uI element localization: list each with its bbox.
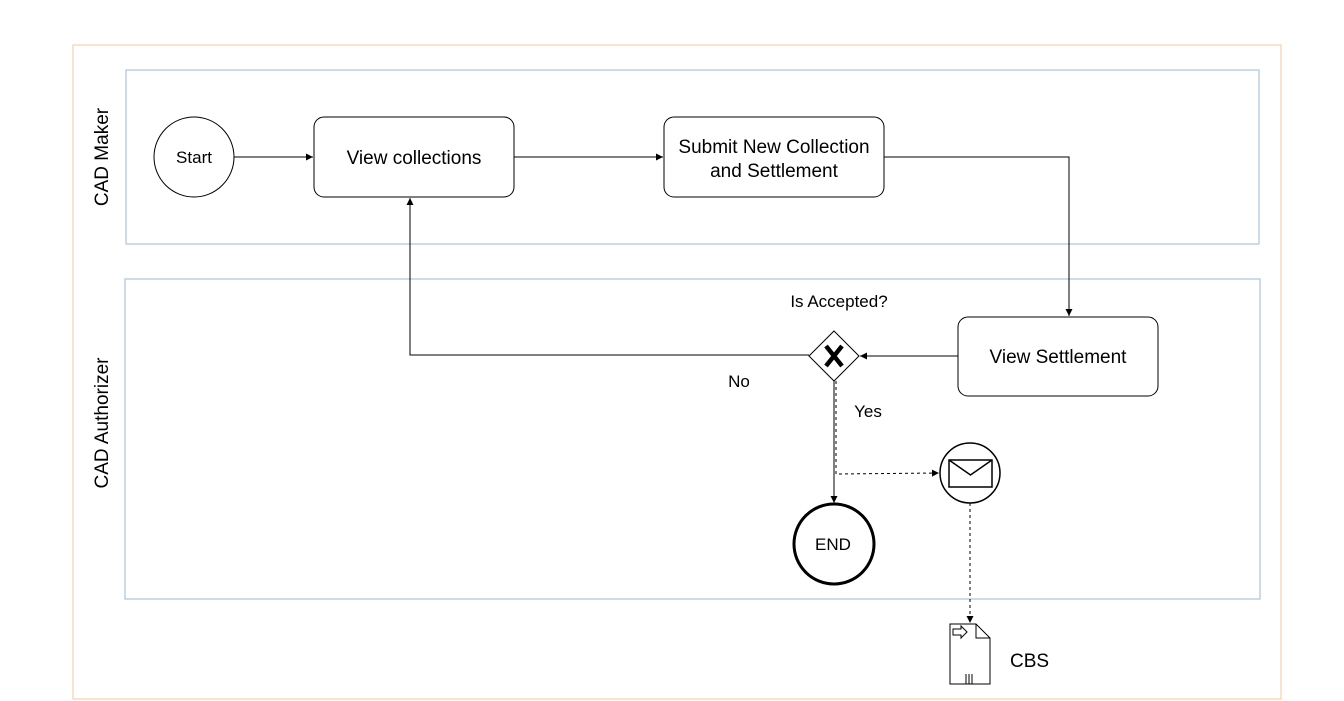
flow-yes-to-message <box>835 381 940 477</box>
x-icon <box>824 344 844 368</box>
lane-cad-maker <box>125 69 1260 245</box>
lane-label-maker: CAD Maker <box>92 107 113 206</box>
gateway-label: Is Accepted? <box>790 292 887 311</box>
flow-gateway-no <box>406 198 809 356</box>
task-submit-line2: and Settlement <box>710 161 839 182</box>
edge-label-no: No <box>728 372 750 391</box>
document-icon[interactable] <box>949 623 991 685</box>
task-view-settlement-label: View Settlement <box>990 347 1128 368</box>
task-view-collections-label: View collections <box>347 148 482 169</box>
lane-label-authorizer: CAD Authorizer <box>92 357 113 489</box>
end-label: END <box>815 535 851 554</box>
edge-label-yes: Yes <box>854 402 882 421</box>
pool <box>72 44 1282 700</box>
cbs-label: CBS <box>1010 651 1049 672</box>
lane-cad-authorizer <box>124 278 1261 600</box>
flow-submit-to-view-settlement <box>884 156 1073 316</box>
envelope-icon <box>948 459 993 488</box>
start-label: Start <box>176 148 212 167</box>
end-event[interactable] <box>792 502 876 586</box>
task-submit-line1: Submit New Collection <box>678 137 869 158</box>
